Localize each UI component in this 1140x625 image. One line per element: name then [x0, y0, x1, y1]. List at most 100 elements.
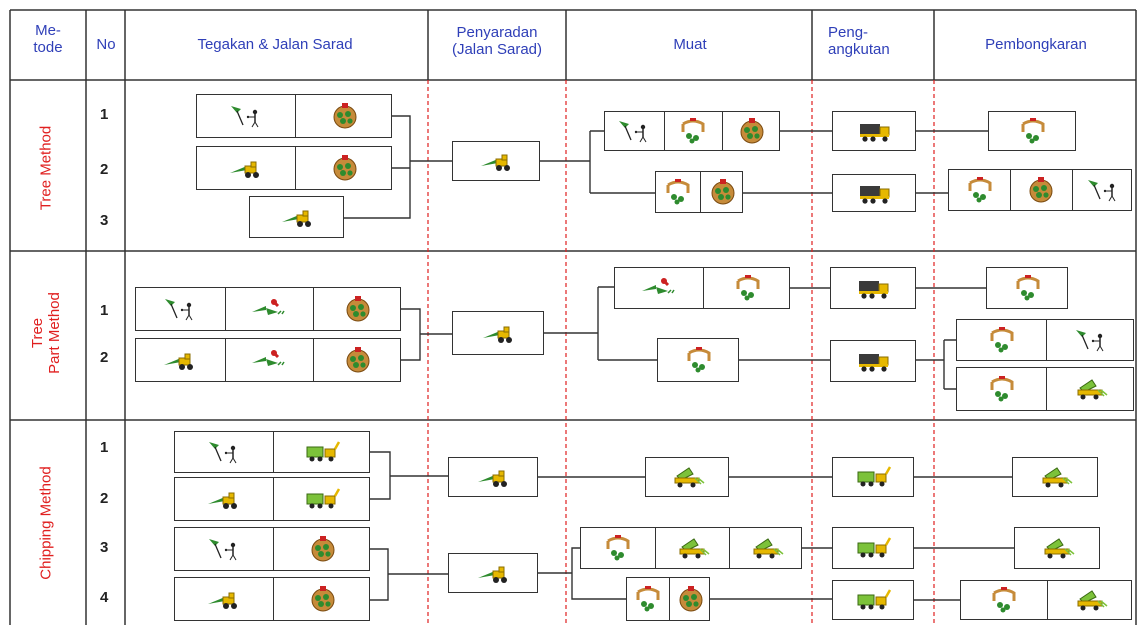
process-cell — [961, 581, 1047, 619]
row-number: 2 — [100, 490, 109, 507]
delimber-icon — [252, 349, 286, 366]
tegakan-box — [174, 577, 370, 621]
dumper-icon — [1077, 379, 1108, 400]
connector-line — [538, 547, 626, 600]
muat-box — [645, 457, 729, 497]
tegakan-box — [174, 431, 370, 473]
header-metode: Me- tode — [33, 22, 63, 56]
chipper-icon — [857, 589, 892, 610]
pengangkutan-box — [832, 111, 916, 151]
delimber-icon — [252, 298, 286, 315]
skidder-icon — [208, 592, 237, 609]
feller-icon — [165, 299, 193, 321]
process-cell — [1015, 528, 1101, 568]
process-cell — [833, 581, 915, 619]
process-cell — [273, 478, 371, 520]
process-cell — [449, 554, 539, 592]
skidder-icon — [281, 210, 311, 227]
pembongkaran-box — [960, 580, 1132, 620]
chipper-icon — [857, 537, 892, 558]
process-cell — [957, 368, 1046, 410]
row-number: 2 — [100, 349, 109, 366]
dumper-icon — [1044, 538, 1075, 559]
connector-line — [344, 115, 452, 219]
process-cell — [957, 320, 1046, 360]
feller-icon — [1087, 180, 1116, 202]
pembongkaran-box — [956, 367, 1134, 411]
row-number: 3 — [100, 539, 109, 556]
truck-icon — [859, 354, 889, 372]
feller-icon — [209, 539, 237, 561]
tegakan-box — [249, 196, 344, 238]
grapple-icon — [1021, 118, 1045, 144]
delimber-icon — [642, 277, 675, 294]
grapple-icon — [968, 177, 992, 203]
log-pile-icon — [333, 103, 356, 129]
connector-line — [916, 287, 986, 390]
process-cell — [295, 95, 393, 137]
process-cell — [250, 197, 345, 237]
process-cell — [627, 578, 669, 620]
process-cell — [313, 339, 402, 381]
process-cell — [136, 339, 225, 381]
process-cell — [831, 268, 917, 308]
muat-box — [655, 171, 743, 213]
connector-line — [544, 286, 657, 361]
grapple-icon — [681, 118, 705, 144]
process-cell — [729, 528, 803, 568]
header-tegakan: Tegakan & Jalan Sarad — [197, 36, 353, 53]
process-cell — [449, 458, 539, 496]
process-cell — [1046, 320, 1135, 360]
log-pile-icon — [740, 118, 764, 144]
process-cell — [605, 112, 664, 150]
log-pile-icon — [311, 586, 334, 612]
process-cell — [646, 458, 730, 496]
process-cell — [1047, 581, 1133, 619]
connector-line — [370, 548, 448, 601]
grapple-icon — [636, 586, 660, 612]
pembongkaran-box — [1012, 457, 1098, 497]
grapple-icon — [606, 535, 630, 561]
dumper-icon — [1077, 590, 1107, 611]
process-cell — [273, 432, 371, 472]
skidder-icon — [164, 353, 194, 370]
row-number: 4 — [100, 589, 109, 606]
process-cell — [949, 170, 1010, 210]
process-cell — [295, 147, 393, 189]
process-cell — [656, 172, 700, 212]
grapple-icon — [687, 347, 711, 373]
skidder-icon — [481, 154, 510, 171]
row-number: 1 — [100, 302, 109, 319]
tegakan-box — [174, 477, 370, 521]
log-pile-icon — [311, 536, 334, 562]
dumper-icon — [753, 538, 783, 559]
row-number: 1 — [100, 106, 109, 123]
process-cell — [831, 341, 917, 381]
process-cell — [175, 528, 273, 570]
header-no: No — [96, 36, 116, 53]
log-pile-icon — [1029, 177, 1053, 203]
grapple-icon — [992, 587, 1016, 613]
process-cell — [1046, 368, 1135, 410]
connector-line — [743, 130, 832, 194]
muat-box — [604, 111, 780, 151]
penyaradan-box — [448, 457, 538, 497]
pengangkutan-box — [832, 527, 914, 569]
header-penyaradan: Penyaradan (Jalan Sarad) — [451, 24, 543, 58]
feller-icon — [209, 442, 237, 464]
pembongkaran-box — [956, 319, 1134, 361]
feller-icon — [619, 121, 647, 143]
row-number: 1 — [100, 439, 109, 456]
process-cell — [703, 268, 791, 308]
process-cell — [175, 578, 273, 620]
chipper-icon — [306, 441, 340, 462]
chipper-icon — [857, 466, 892, 487]
method-label-chipping: Chipping Method — [37, 466, 55, 580]
truck-icon — [860, 186, 890, 204]
skidder-icon — [230, 161, 259, 178]
connector-line — [739, 287, 830, 361]
pembongkaran-box — [986, 267, 1068, 309]
tegakan-box — [135, 338, 401, 382]
